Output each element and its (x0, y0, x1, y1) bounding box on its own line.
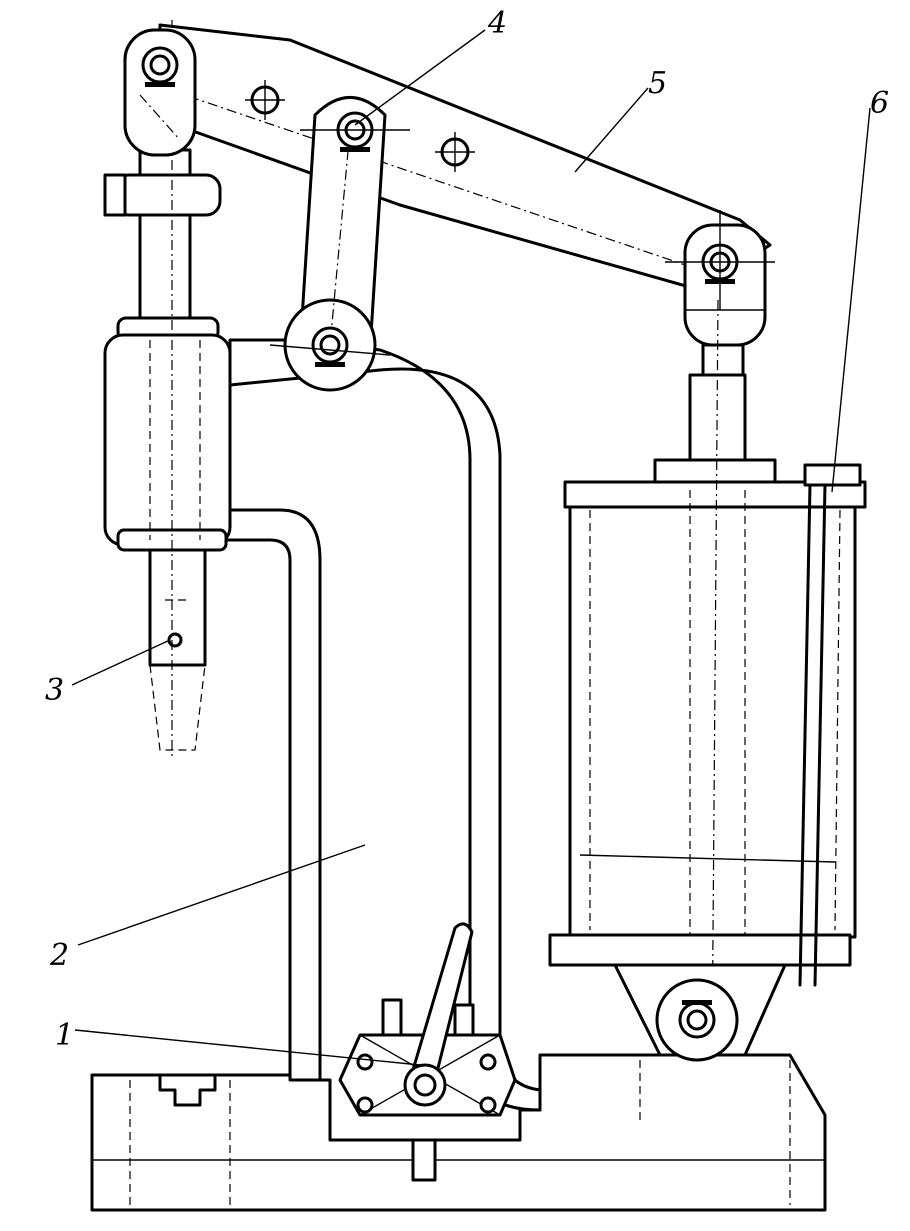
label-part-5: 5 (648, 66, 667, 101)
label-part-3: 3 (45, 673, 64, 708)
air-cylinder (548, 299, 867, 1062)
label-part-6: 6 (870, 86, 889, 121)
clamp-rod-assembly (103, 20, 232, 760)
frame-body (208, 338, 542, 1112)
leader-lines (71, 29, 871, 1066)
control-valve (338, 922, 517, 1182)
pivot-pins (141, 46, 775, 367)
label-part-2: 2 (49, 938, 69, 973)
label-part-1: 1 (55, 1018, 74, 1053)
label-part-4: 4 (487, 6, 507, 41)
lever-arm (123, 23, 772, 292)
